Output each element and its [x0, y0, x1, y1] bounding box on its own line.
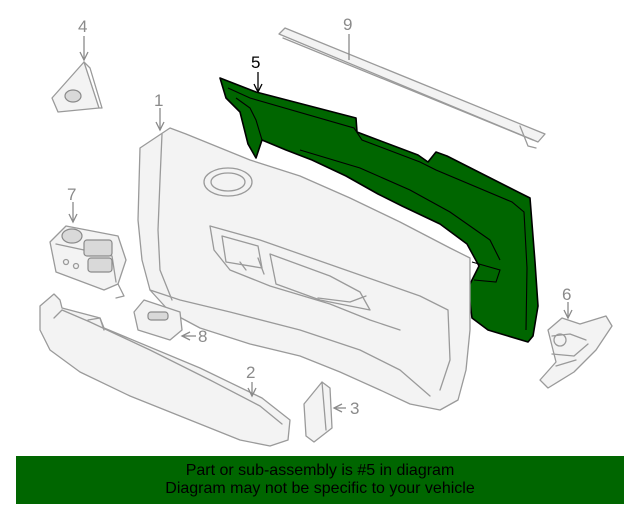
part-2-armrest[interactable]	[39, 293, 291, 447]
banner-line-2: Diagram may not be specific to your vehi…	[165, 480, 475, 497]
part-5-door-panel-insert[interactable]	[219, 77, 539, 343]
parts-diagram: 4 5 9 1 7 8 2 3 6	[39, 15, 613, 447]
part-7-window-switch[interactable]	[49, 225, 127, 299]
info-banner: Part or sub-assembly is #5 in diagram Di…	[16, 456, 624, 504]
part-6-handle-bracket[interactable]	[539, 315, 613, 389]
callout-7: 7	[67, 185, 76, 204]
part-4-mirror-trim[interactable]	[51, 61, 103, 113]
part-9-belt-molding[interactable]	[278, 27, 546, 149]
callout-4: 4	[78, 17, 87, 36]
part-3-cover[interactable]	[303, 381, 333, 443]
callout-6: 6	[562, 285, 571, 304]
callout-8: 8	[198, 327, 207, 346]
banner-line-1: Part or sub-assembly is #5 in diagram	[185, 462, 455, 479]
callout-3: 3	[350, 399, 359, 418]
callout-1: 1	[154, 91, 163, 110]
callout-9: 9	[343, 15, 352, 34]
callout-2: 2	[246, 363, 255, 382]
callout-5: 5	[251, 53, 260, 72]
part-8-switch-bezel[interactable]	[133, 299, 183, 341]
